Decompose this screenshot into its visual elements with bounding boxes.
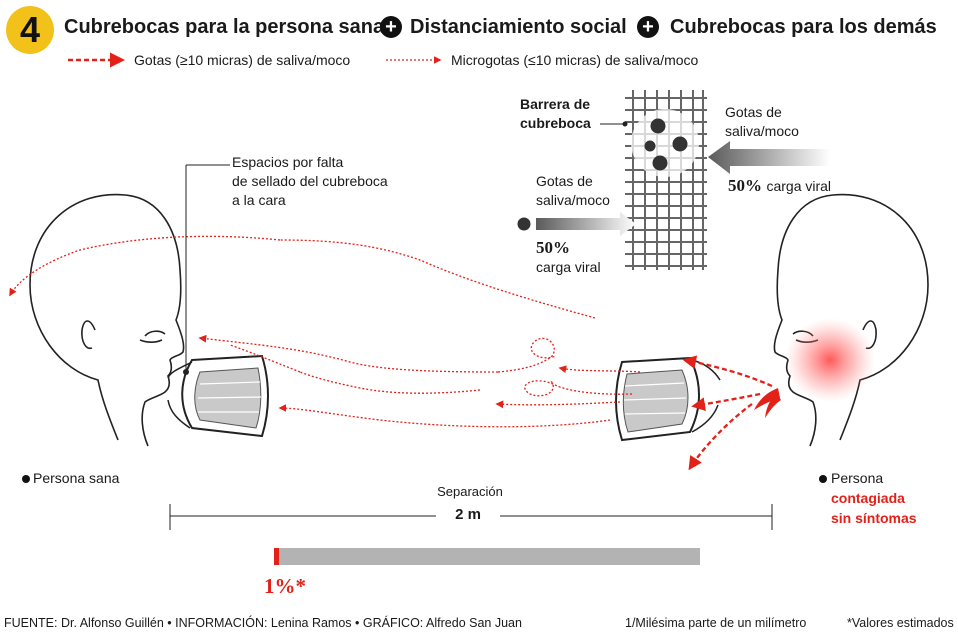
infected-bullet bbox=[819, 475, 827, 483]
infected-mask bbox=[615, 356, 721, 442]
footer-unit-note: 1/Milésima parte de un milímetro bbox=[625, 616, 807, 630]
viral-arrow-in bbox=[708, 141, 830, 174]
viral-arrow-out bbox=[536, 212, 636, 236]
infected-head bbox=[773, 193, 929, 447]
healthy-person-label: Persona sana bbox=[33, 470, 120, 486]
healthy-bullet bbox=[22, 475, 30, 483]
healthy-head bbox=[29, 193, 185, 447]
viral-out-pct: 50% bbox=[536, 238, 570, 257]
mask-gap-label-1: Espacios por falta bbox=[232, 154, 344, 170]
mask-gap-pointer bbox=[183, 164, 230, 375]
viral-in-readout: 50% carga viral bbox=[728, 176, 831, 196]
virus-particles bbox=[517, 118, 688, 231]
separation-distance: 2 m bbox=[455, 506, 481, 523]
barrier-label-2: cubreboca bbox=[520, 115, 591, 131]
infected-status-label-1: contagiada bbox=[831, 490, 905, 506]
plus-icon: + bbox=[380, 16, 402, 38]
title-social-distancing: Distanciamiento social bbox=[410, 16, 627, 38]
risk-bar-fill bbox=[274, 548, 279, 565]
separation-label: Separación bbox=[437, 484, 503, 499]
legend-drops-label: Gotas (≥10 micras) de saliva/moco bbox=[134, 52, 351, 68]
viral-in-text: carga viral bbox=[766, 178, 832, 194]
exhaled-spray bbox=[754, 388, 781, 418]
drop-paths bbox=[682, 355, 773, 471]
risk-bar bbox=[274, 548, 700, 565]
healthy-mask bbox=[167, 354, 269, 438]
barrier-label-1: Barrera de bbox=[520, 96, 591, 112]
risk-bar-track bbox=[274, 548, 700, 565]
microdrop-paths bbox=[9, 235, 641, 428]
legend-microdrops-label: Microgotas (≤10 micras) de saliva/moco bbox=[451, 52, 699, 68]
separation-line bbox=[169, 504, 773, 530]
drops-in-label-2: saliva/moco bbox=[725, 123, 799, 139]
barrier-pointer bbox=[600, 121, 628, 127]
infected-status-label-2: sin síntomas bbox=[831, 510, 917, 526]
step-badge: 4 bbox=[6, 6, 54, 54]
title-mask-others: Cubrebocas para los demás bbox=[670, 16, 937, 38]
viral-in-pct: 50% bbox=[728, 176, 762, 195]
infection-glow bbox=[785, 318, 875, 402]
mask-gap-label-2: de sellado del cubreboca bbox=[232, 173, 388, 189]
infected-person-label: Persona bbox=[831, 470, 884, 486]
drops-out-label-1: Gotas de bbox=[536, 173, 593, 189]
footer-estimate-note: *Valores estimados bbox=[847, 616, 954, 630]
magnifier-highlight bbox=[631, 109, 699, 177]
footer-source: FUENTE: Dr. Alfonso Guillén • INFORMACIÓ… bbox=[4, 616, 522, 630]
title-mask-healthy: Cubrebocas para la persona sana bbox=[64, 16, 385, 38]
mask-gap-label-3: a la cara bbox=[232, 192, 286, 208]
drops-in-label-1: Gotas de bbox=[725, 104, 782, 120]
drops-out-label-2: saliva/moco bbox=[536, 192, 610, 208]
plus-icon: + bbox=[637, 16, 659, 38]
risk-value: 1%* bbox=[264, 574, 306, 598]
viral-out-text: carga viral bbox=[536, 259, 601, 275]
